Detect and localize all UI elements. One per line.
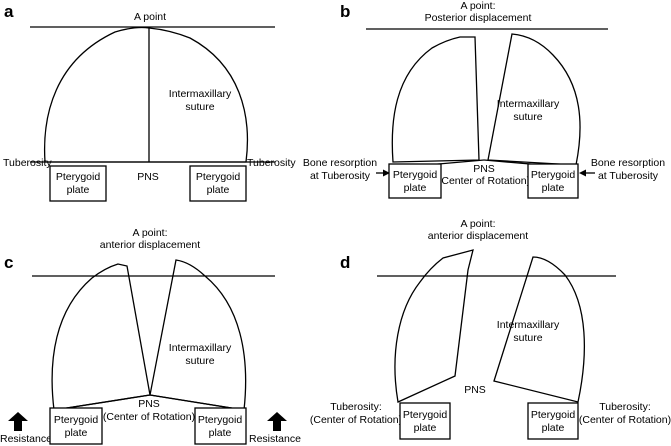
panel-a-pns-label: PNS	[137, 171, 159, 183]
arrow-up-icon	[267, 412, 287, 431]
panel-b-suture-label-1: Intermaxillary	[497, 98, 560, 110]
panel-a-plate-left-label-2: plate	[67, 184, 90, 196]
panel-c-plate-right-label-2: plate	[209, 427, 232, 439]
panel-d-tuberosity-right-2: (Center of Rotation)	[579, 414, 671, 426]
panel-c-plate-left-label-1: Pterygoid	[54, 414, 99, 426]
panel-d-plate-left-label-2: plate	[414, 422, 437, 434]
arrow-up-icon	[8, 412, 28, 431]
panel-c-left-half	[51, 263, 151, 411]
panel-a-tuberosity-right: Tuberosity	[247, 157, 296, 169]
panel-a-tuberosity-left: Tuberosity	[3, 157, 52, 169]
panel-b: b A point: Posterior displacement Interm…	[303, 0, 665, 199]
panel-b-plate-right-label-2: plate	[542, 182, 565, 194]
panel-d-label: d	[340, 253, 350, 272]
panel-d-plate-right-label-2: plate	[542, 422, 565, 434]
panel-d-tuberosity-left-2: (Center of Rotation)	[310, 414, 402, 426]
panel-c-plate-left-label-2: plate	[65, 427, 88, 439]
panel-b-resorption-right-2: at Tuberosity	[598, 170, 659, 182]
panel-a-pterygoid-plate-left	[49, 165, 107, 202]
panel-b-left-half	[391, 36, 480, 163]
panel-a-plate-left-label-1: Pterygoid	[56, 171, 101, 183]
panel-a-suture-label-2: suture	[185, 101, 214, 113]
panel-b-resorption-left-2: at Tuberosity	[310, 170, 371, 182]
panel-d-suture-label-2: suture	[513, 332, 542, 344]
panel-b-label: b	[340, 2, 350, 21]
panel-b-pterygoid-plate-left	[388, 163, 442, 199]
panel-d-suture-label-1: Intermaxillary	[497, 319, 560, 331]
panel-a-suture-label-1: Intermaxillary	[169, 88, 232, 100]
panel-b-resorption-left-1: Bone resorption	[303, 157, 377, 169]
panel-c-label: c	[4, 253, 13, 272]
panel-a-plate-right-label-1: Pterygoid	[196, 171, 241, 183]
panel-a-label: a	[4, 2, 14, 21]
panel-a-a-point-label: A point	[134, 11, 166, 23]
panel-d-left-half	[394, 249, 474, 403]
panel-c-a-point-label-1: A point:	[132, 227, 167, 239]
panel-d-plate-right-label-1: Pterygoid	[531, 409, 576, 421]
panel-d-a-point-label-1: A point:	[460, 218, 495, 230]
panel-d-pterygoid-plate-right	[527, 402, 579, 440]
panel-c-pterygoid-plate-right	[194, 407, 247, 445]
panel-c-resistance-right: Resistance	[249, 433, 301, 445]
panel-a: a A point Intermaxillary suture Tuberosi…	[3, 2, 296, 202]
panel-d: d A point: anterior displacement Interma…	[310, 218, 671, 440]
arrow-right-icon	[383, 169, 390, 177]
panel-b-pns-label-1: PNS	[473, 163, 495, 175]
panel-c-a-point-label-2: anterior displacement	[100, 239, 200, 251]
panel-c-plate-right-label-1: Pterygoid	[198, 414, 243, 426]
panel-d-plate-left-label-1: Pterygoid	[403, 409, 448, 421]
panel-d-a-point-label-2: anterior displacement	[428, 230, 528, 242]
panel-c-suture-label-2: suture	[185, 355, 214, 367]
panel-c-pterygoid-plate-left	[49, 407, 103, 445]
panel-d-tuberosity-right-1: Tuberosity:	[599, 401, 651, 413]
panel-c-pns-label-2: (Center of Rotation)	[103, 411, 195, 423]
panel-b-suture-label-2: suture	[513, 111, 542, 123]
panel-b-plate-left-label-2: plate	[404, 182, 427, 194]
panel-c: c A point: anterior displacement Interma…	[0, 227, 301, 445]
panel-d-right-half	[493, 256, 586, 403]
panel-c-suture-label-1: Intermaxillary	[169, 342, 232, 354]
panel-b-resorption-right-1: Bone resorption	[591, 157, 665, 169]
panel-c-pns-label-1: PNS	[138, 398, 160, 410]
panel-a-plate-right-label-2: plate	[207, 184, 230, 196]
panel-b-right-half	[487, 33, 581, 166]
panel-b-pterygoid-plate-right	[527, 163, 579, 199]
panel-a-pterygoid-plate-right	[189, 165, 247, 202]
panel-d-pterygoid-plate-left	[399, 402, 451, 440]
panel-d-tuberosity-left-1: Tuberosity:	[330, 401, 382, 413]
panel-b-plate-left-label-1: Pterygoid	[393, 169, 438, 181]
panel-c-right-half	[149, 259, 247, 411]
arrow-left-icon	[579, 169, 586, 177]
panel-c-resistance-left: Resistance	[0, 433, 52, 445]
panel-b-a-point-label-1: A point:	[460, 0, 495, 12]
panel-b-plate-right-label-1: Pterygoid	[531, 169, 576, 181]
panel-b-a-point-label-2: Posterior displacement	[425, 12, 532, 24]
panel-d-pns-label: PNS	[464, 384, 486, 396]
panel-b-pns-label-2: (Center of Rotation)	[438, 175, 530, 187]
